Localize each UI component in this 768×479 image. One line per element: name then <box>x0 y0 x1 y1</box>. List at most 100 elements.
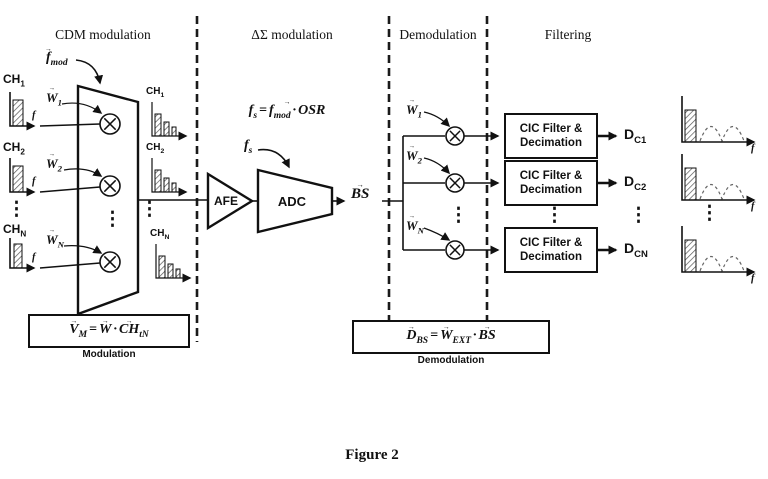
w-base: W <box>46 232 58 248</box>
f-w: W <box>99 322 111 338</box>
mux-out-1-label: CH1 <box>146 86 164 99</box>
section-title-filtering: Filtering <box>544 27 592 42</box>
out-name: CH <box>146 142 161 153</box>
multiplier-icon-demod-N <box>445 240 465 260</box>
f-w: W <box>440 328 452 344</box>
fmod-label: fmod <box>46 50 68 68</box>
f-lhs: V <box>69 322 78 338</box>
demod-weight-2-label: W2 <box>406 148 422 166</box>
ellipsis-channels: ⋮ <box>7 199 26 220</box>
modulation-caption: Modulation <box>82 349 136 360</box>
out-name: CH <box>146 86 161 97</box>
f-eq: = <box>430 328 439 344</box>
f-dot: · <box>113 322 117 338</box>
output-spectrum-N <box>681 226 756 277</box>
fs-label: fs <box>244 138 252 156</box>
w-base: W <box>406 102 418 118</box>
afe-shape <box>206 171 255 231</box>
cic-line2: Decimation <box>520 184 582 196</box>
section-separators <box>195 16 489 347</box>
d-sub: CN <box>634 248 648 260</box>
channel-N-label: CHN <box>3 222 26 238</box>
fmod-arrow <box>75 59 104 85</box>
fs-dot: · <box>292 103 297 118</box>
demod-weight-N-label: WN <box>406 218 424 236</box>
w-sub: 2 <box>417 155 422 166</box>
cic-output-arrows <box>598 131 618 255</box>
axis-f-label-out2: f <box>751 201 755 212</box>
figure-caption: Figure 2 <box>345 447 399 463</box>
f-lhs-sub: BS <box>416 335 429 346</box>
f-ch: CH <box>119 322 139 338</box>
ellipsis-spectra: ⋮ <box>700 203 719 224</box>
multiplier-icon-ch2 <box>99 175 121 197</box>
ch-sub: 1 <box>20 79 25 89</box>
axis-f-label-ch1: f <box>32 110 36 121</box>
fs-lhs-sub: s <box>253 110 258 121</box>
channel-1-label: CH1 <box>3 72 25 88</box>
chN-signal-line <box>39 262 101 269</box>
afe-label: AFE <box>214 194 238 208</box>
fmod-base: f <box>46 50 51 66</box>
section-title-delta-sigma: ΔΣ modulation <box>251 27 333 42</box>
output-dc2-label: DC2 <box>624 173 646 193</box>
modulation-formula-box: VM=W·CHtN <box>28 314 190 348</box>
cdm-mux-shape <box>76 84 140 316</box>
f-dot: · <box>473 328 477 344</box>
chN-input-spectrum <box>9 238 36 273</box>
ch2-input-spectrum <box>9 158 36 197</box>
ellipsis-demod: ⋮ <box>449 205 468 226</box>
ch-name: CH <box>3 222 21 236</box>
w-sub: N <box>417 225 424 236</box>
multiplier-icon-demod-1 <box>445 126 465 146</box>
w2-arrow <box>63 168 103 177</box>
bitstream-label: BS <box>351 186 369 203</box>
demodulation-caption: Demodulation <box>417 355 485 366</box>
out-sub: 2 <box>160 148 165 155</box>
cic-line1: CIC Filter & <box>519 122 583 135</box>
fs-rhs-sub: mod <box>273 110 291 121</box>
demodulation-formula: DBS=WEXT·BS <box>406 328 495 346</box>
f-w-sub: EXT <box>452 335 472 346</box>
output-spectrum-2 <box>681 154 756 205</box>
d-sub: C2 <box>634 181 647 193</box>
axis-f-label-ch2: f <box>32 176 36 187</box>
demod-w2-arrow <box>423 157 451 175</box>
fs-base: f <box>244 138 249 153</box>
output-dcN-label: DCN <box>624 240 648 260</box>
w-sub: 1 <box>417 109 422 120</box>
cic-line2: Decimation <box>520 137 582 149</box>
ch-sub: 2 <box>20 147 25 157</box>
ellipsis-outputs: ⋮ <box>629 205 648 226</box>
demod-to-cic-arrows <box>464 131 500 255</box>
demodulation-formula-box: DBS=WEXT·BS <box>352 320 550 354</box>
ellipsis-mux: ⋮ <box>103 209 122 230</box>
w-base: W <box>46 90 58 106</box>
section-title-cdm: CDM modulation <box>55 27 151 42</box>
cic-line2: Decimation <box>520 251 582 263</box>
d-base: D <box>624 126 635 142</box>
d-sub: C1 <box>634 134 647 146</box>
demod-wN-arrow <box>423 227 451 241</box>
d-base: D <box>624 173 635 189</box>
wN-arrow <box>63 245 103 254</box>
w-sub: N <box>57 239 64 250</box>
output-dc1-label: DC1 <box>624 126 646 146</box>
multiplier-icon-ch1 <box>99 113 121 135</box>
f-eq: = <box>89 322 98 338</box>
demod-weight-1-label: W1 <box>406 102 422 120</box>
demod-w1-arrow <box>423 111 451 128</box>
modulation-formula: VM=W·CHtN <box>69 322 149 340</box>
w1-arrow <box>61 102 103 114</box>
axis-f-label-chN: f <box>32 252 36 263</box>
fs-osr: OSR <box>298 103 326 118</box>
mux-out-N-label: CHN <box>150 228 169 241</box>
channel-2-label: CH2 <box>3 140 25 156</box>
mux-out-2-label: CH2 <box>146 142 164 155</box>
w-sub: 1 <box>57 97 62 108</box>
out-sub: 1 <box>160 92 165 99</box>
fs-arrow <box>257 148 290 169</box>
w-base: W <box>406 218 418 234</box>
axis-f-label-outN: f <box>751 273 755 284</box>
w-sub: 2 <box>57 163 62 174</box>
